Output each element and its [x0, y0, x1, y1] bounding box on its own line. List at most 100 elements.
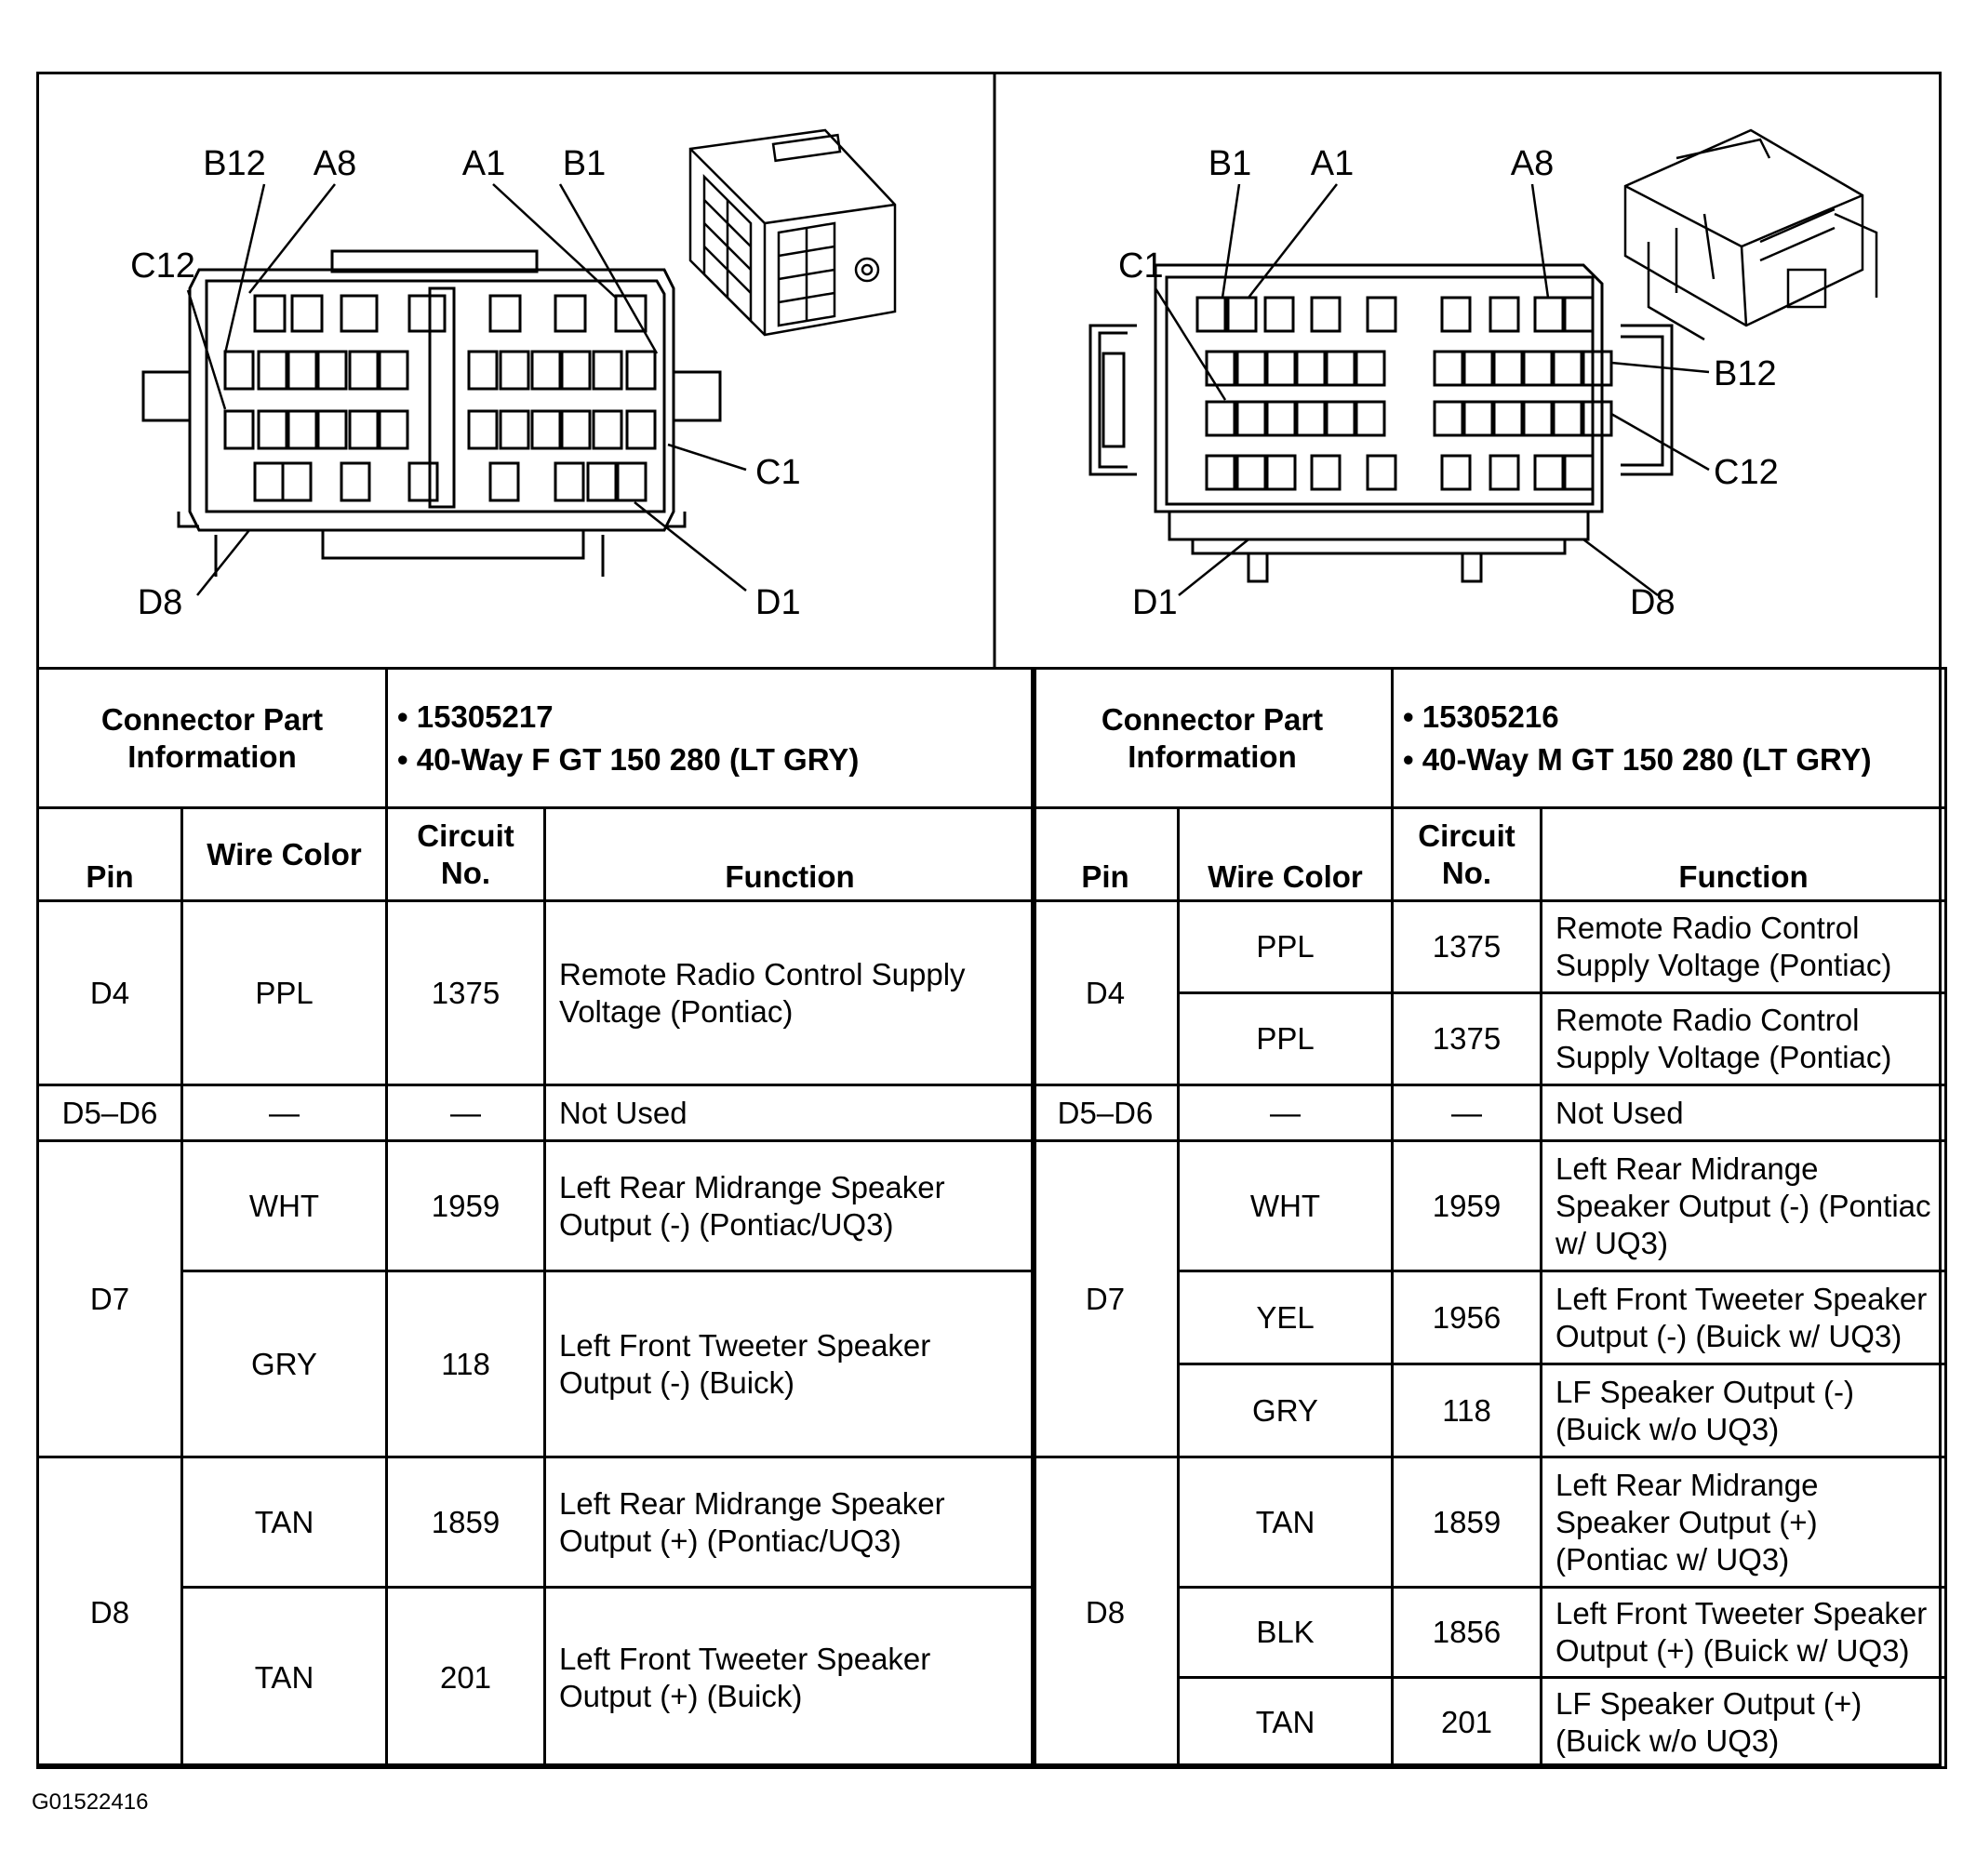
left-part-number: 15305217	[416, 699, 554, 734]
left-leader-lines	[186, 183, 747, 596]
left-header-circuit: Circuit No.	[385, 806, 546, 902]
pin-cavity	[1552, 400, 1583, 437]
pin-cell: D7	[1031, 1139, 1180, 1458]
right-label-a8: A8	[1511, 144, 1554, 183]
wire-cell: BLK	[1177, 1586, 1394, 1679]
function-cell: Not Used	[543, 1084, 1036, 1142]
pin-cell: D4	[1031, 899, 1180, 1086]
pin-cavity	[1522, 350, 1554, 387]
table-row: PPL 1375 Remote Radio Control Supply Vol…	[1033, 991, 1948, 1086]
pin-cavity	[1355, 350, 1386, 387]
left-header-pin: Pin	[36, 806, 183, 902]
left-label-a1: A1	[462, 144, 505, 183]
wire-cell: PPL	[1177, 991, 1394, 1086]
right-label-b1: B1	[1208, 144, 1251, 183]
right-part-description: 40-Way M GT 150 280 (LT GRY)	[1422, 741, 1872, 777]
pin-cavity	[1462, 400, 1494, 437]
pin-cavity	[1205, 454, 1236, 491]
pin-cavity	[499, 350, 530, 391]
table-row: D8 TAN 1859 Left Rear Midrange Speaker O…	[1031, 1456, 1948, 1769]
circuit-cell: 201	[385, 1586, 546, 1769]
right-connector-table: Connector Part Information • 15305216 • …	[1031, 667, 1948, 1769]
function-cell: Left Rear Midrange Speaker Output (-) (P…	[543, 1139, 1036, 1272]
pin-cavity	[340, 294, 379, 333]
pin-cavity	[257, 409, 288, 450]
left-header-function: Function	[543, 806, 1036, 902]
table-row: BLK 1856 Left Front Tweeter Speaker Outp…	[1033, 1586, 1948, 1679]
pin-cavity	[1235, 454, 1267, 491]
circuit-cell: 201	[1391, 1676, 1542, 1769]
pin-cavity	[287, 350, 318, 391]
pin-cavity	[316, 409, 348, 450]
pin-cavity	[1295, 400, 1327, 437]
right-label-d1: D1	[1132, 583, 1178, 622]
pin-cavity	[316, 350, 348, 391]
function-cell: Left Front Tweeter Speaker Output (+) (B…	[543, 1586, 1036, 1769]
pin-cavity	[290, 294, 324, 333]
pin-cavity	[348, 409, 380, 450]
pin-cavity	[614, 294, 648, 333]
pin-cavity	[560, 409, 592, 450]
circuit-cell: 118	[1391, 1363, 1542, 1458]
left-label-b12: B12	[203, 144, 266, 183]
right-leader-lines	[1154, 183, 1710, 596]
wire-cell: GRY	[1177, 1363, 1394, 1458]
pin-cavity	[1263, 296, 1295, 333]
right-label-c1: C1	[1118, 246, 1164, 286]
function-cell: Remote Radio Control Supply Voltage (Pon…	[1539, 899, 1948, 994]
circuit-cell: —	[1391, 1084, 1542, 1142]
pin-cavity	[586, 461, 618, 502]
pin-cavity	[488, 294, 522, 333]
pin-cavity	[530, 350, 562, 391]
left-label-c1: C1	[755, 453, 801, 492]
pin-cavity	[1489, 296, 1520, 333]
function-cell: Left Front Tweeter Speaker Output (-) (B…	[1539, 1270, 1948, 1365]
pin-cavity	[281, 461, 313, 502]
pin-cavity	[1563, 454, 1595, 491]
table-row: GRY 118 Left Front Tweeter Speaker Outpu…	[38, 1270, 1036, 1458]
pin-cavity	[407, 294, 447, 333]
pin-cavity	[592, 350, 623, 391]
pin-cavity	[1235, 400, 1267, 437]
pin-cavity	[467, 350, 499, 391]
left-connector-3d-view	[688, 128, 897, 337]
table-row: TAN 201 Left Front Tweeter Speaker Outpu…	[38, 1586, 1036, 1769]
circuit-cell: 1959	[1391, 1139, 1542, 1272]
pin-cavity	[1492, 400, 1524, 437]
pin-cavity	[253, 294, 287, 333]
circuit-cell: 1375	[1391, 899, 1542, 994]
pin-cell: D5–D6	[1031, 1084, 1180, 1142]
pin-cavity	[348, 350, 380, 391]
pin-cavity	[253, 461, 285, 502]
function-cell: Left Rear Midrange Speaker Output (+) (P…	[543, 1456, 1036, 1589]
connector-sheet: B12 A8 A1 B1 C12 C1 D8 D1	[36, 72, 1948, 1769]
right-connector-3d-view	[1623, 128, 1878, 341]
circuit-cell: —	[385, 1084, 546, 1142]
pin-cavity	[1440, 454, 1472, 491]
right-header-function: Function	[1539, 806, 1948, 902]
circuit-cell: 118	[385, 1270, 546, 1458]
wire-cell: GRY	[180, 1270, 388, 1458]
function-cell: LF Speaker Output (+) (Buick w/o UQ3)	[1539, 1676, 1948, 1769]
pin-cavity	[1310, 296, 1342, 333]
table-row: D4 PPL 1375 Remote Radio Control Supply …	[1031, 899, 1948, 1086]
right-part-numbers: • 15305216 • 40-Way M GT 150 280 (LT GRY…	[1390, 667, 1948, 809]
wire-cell: TAN	[1177, 1676, 1394, 1769]
left-part-info-label: Connector Part Information	[36, 667, 388, 809]
pin-cavity	[554, 294, 587, 333]
function-cell: Not Used	[1539, 1084, 1948, 1142]
pin-cavity	[1533, 296, 1565, 333]
function-cell: Remote Radio Control Supply Voltage (Pon…	[543, 899, 1036, 1086]
pin-cavity	[1433, 350, 1464, 387]
table-row: TAN 201 LF Speaker Output (+) (Buick w/o…	[1033, 1676, 1948, 1769]
function-cell: Left Front Tweeter Speaker Output (+) (B…	[1539, 1586, 1948, 1679]
right-label-a1: A1	[1311, 144, 1354, 183]
function-cell: Remote Radio Control Supply Voltage (Pon…	[1539, 991, 1948, 1086]
right-part-number: 15305216	[1422, 699, 1559, 734]
circuit-cell: 1375	[1391, 991, 1542, 1086]
wire-cell: YEL	[1177, 1270, 1394, 1365]
pin-cell: D7	[36, 1139, 183, 1458]
table-row: D5–D6 — — Not Used	[1031, 1084, 1948, 1142]
function-cell: Left Front Tweeter Speaker Output (-) (B…	[543, 1270, 1036, 1458]
pin-cavity	[1552, 350, 1583, 387]
